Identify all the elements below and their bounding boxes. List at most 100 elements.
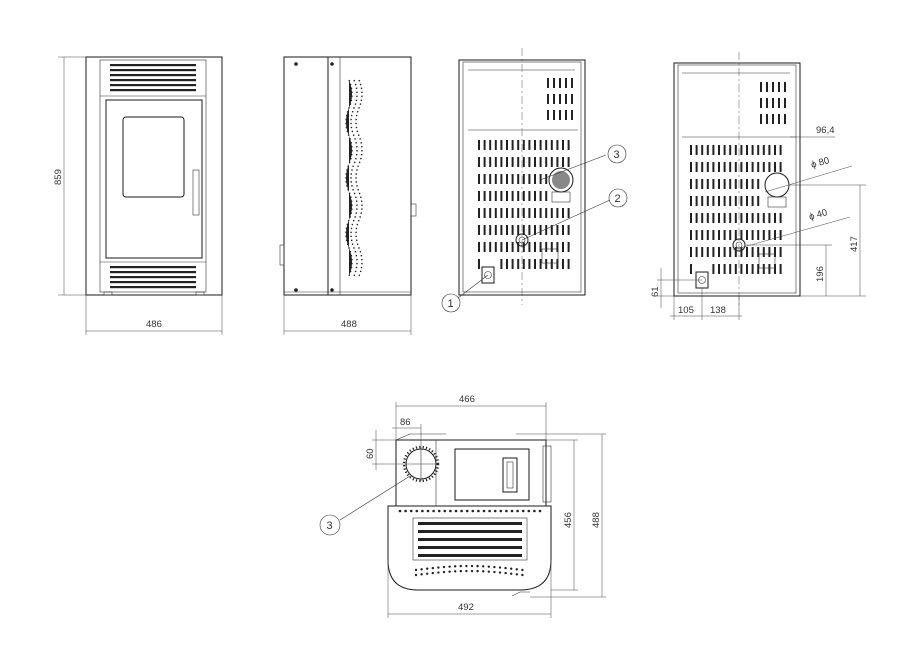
vent-slot [695, 196, 698, 206]
rear-outline-2 [673, 62, 801, 297]
vent-slot [562, 225, 564, 235]
front-view: 859 486 [53, 56, 223, 335]
vent-slot [774, 247, 776, 257]
vent-slot [550, 225, 553, 235]
front-door-glass [122, 116, 185, 198]
vent-slot [534, 259, 536, 269]
vent-slot [729, 213, 732, 223]
vent-slot [534, 191, 536, 201]
vent-slot [556, 140, 559, 150]
vent-slot [522, 208, 525, 218]
vent-slot [494, 140, 497, 150]
callout-2 [608, 188, 628, 208]
door-handle [192, 169, 200, 216]
vent-slot [567, 225, 570, 235]
front-inner-frame [99, 59, 207, 293]
callout-1-label: 1 [448, 298, 454, 310]
vent-slot [734, 196, 737, 206]
vent-slot [528, 208, 531, 218]
vent-slot [734, 247, 737, 257]
rear1-air-inlet-40 [515, 233, 529, 247]
vent-slot [511, 208, 514, 218]
vent-slot [723, 230, 726, 240]
perforation-dot [398, 509, 402, 513]
vent-slot [779, 162, 782, 172]
vent-slot [734, 230, 737, 240]
vent-slot [718, 264, 720, 274]
vent-slot [690, 145, 692, 155]
vent-slot [768, 145, 771, 155]
vent-slot [723, 247, 726, 257]
vent-slot [528, 191, 531, 201]
vent-slot [556, 225, 559, 235]
vent-slot [539, 208, 542, 218]
perforation-dot [465, 569, 468, 573]
vent-slot [539, 140, 542, 150]
perforation-dot [498, 571, 502, 574]
vent-slot [746, 247, 748, 257]
perforation-dot [470, 564, 474, 568]
dim-dia-80: ϕ 80 [810, 155, 831, 171]
vent-slot [729, 145, 732, 155]
dim-488-side: 488 [341, 319, 357, 330]
perforation-dot [426, 572, 429, 575]
perforation-dot [527, 509, 531, 513]
top-dot-row [398, 509, 542, 577]
vent-slot [522, 191, 525, 201]
perforation-dot [420, 573, 423, 576]
vent-slot [478, 191, 480, 201]
vent-slot [718, 196, 720, 206]
perforation-dot [437, 571, 440, 574]
vent-slot [762, 247, 765, 257]
front-top-grille [110, 64, 196, 92]
vent-slot [494, 208, 497, 218]
vent-slot [528, 242, 531, 252]
perforation-dot [454, 570, 457, 573]
perforation-dot [409, 509, 413, 513]
vent-slot [545, 157, 548, 167]
vent-slot [740, 230, 743, 240]
perforation-dot [465, 564, 468, 568]
rear2-lower-vents [690, 145, 782, 274]
vent-slot [779, 213, 782, 223]
vent-slot [712, 264, 715, 274]
vent-slot [757, 264, 760, 274]
rear-view-dims: 96,4 ϕ 80 ϕ 40 417 196 61 105 138 [650, 52, 866, 320]
vent-slot [734, 145, 737, 155]
dim-417: 417 [849, 236, 860, 252]
vent-slot [723, 179, 726, 189]
perforation-dot [426, 509, 430, 513]
vent-slot [712, 230, 715, 240]
vent-slot [545, 225, 548, 235]
perforation-dot [487, 570, 490, 573]
vent-slot [511, 174, 514, 184]
vent-slot [483, 157, 486, 167]
vent-slot [740, 196, 743, 206]
perforation-dot [437, 509, 441, 513]
perforation-dot [482, 570, 485, 573]
vent-slot [478, 208, 480, 218]
dim-60: 60 [365, 448, 376, 459]
vent-slot [567, 259, 570, 269]
vent-slot [706, 145, 709, 155]
vent-slot [506, 157, 508, 167]
vent-slot [506, 140, 508, 150]
vent-slot [751, 247, 754, 257]
vent-slot [762, 145, 765, 155]
dim-96-4: 96,4 [816, 125, 835, 136]
callout-3-label: 3 [614, 149, 620, 161]
vent-slot [506, 191, 508, 201]
vent-slot [489, 157, 492, 167]
vent-slot [701, 145, 704, 155]
vent-slot [729, 230, 732, 240]
vent-slot [562, 157, 564, 167]
vent-slot [539, 174, 542, 184]
perforation-dot [476, 569, 479, 573]
perforation-dot [498, 566, 502, 569]
vent-slot [522, 242, 525, 252]
perforation-dot [487, 565, 490, 568]
vent-slot [500, 157, 503, 167]
vent-slot [768, 264, 771, 274]
vent-slot [779, 145, 782, 155]
vent-slot [695, 213, 698, 223]
